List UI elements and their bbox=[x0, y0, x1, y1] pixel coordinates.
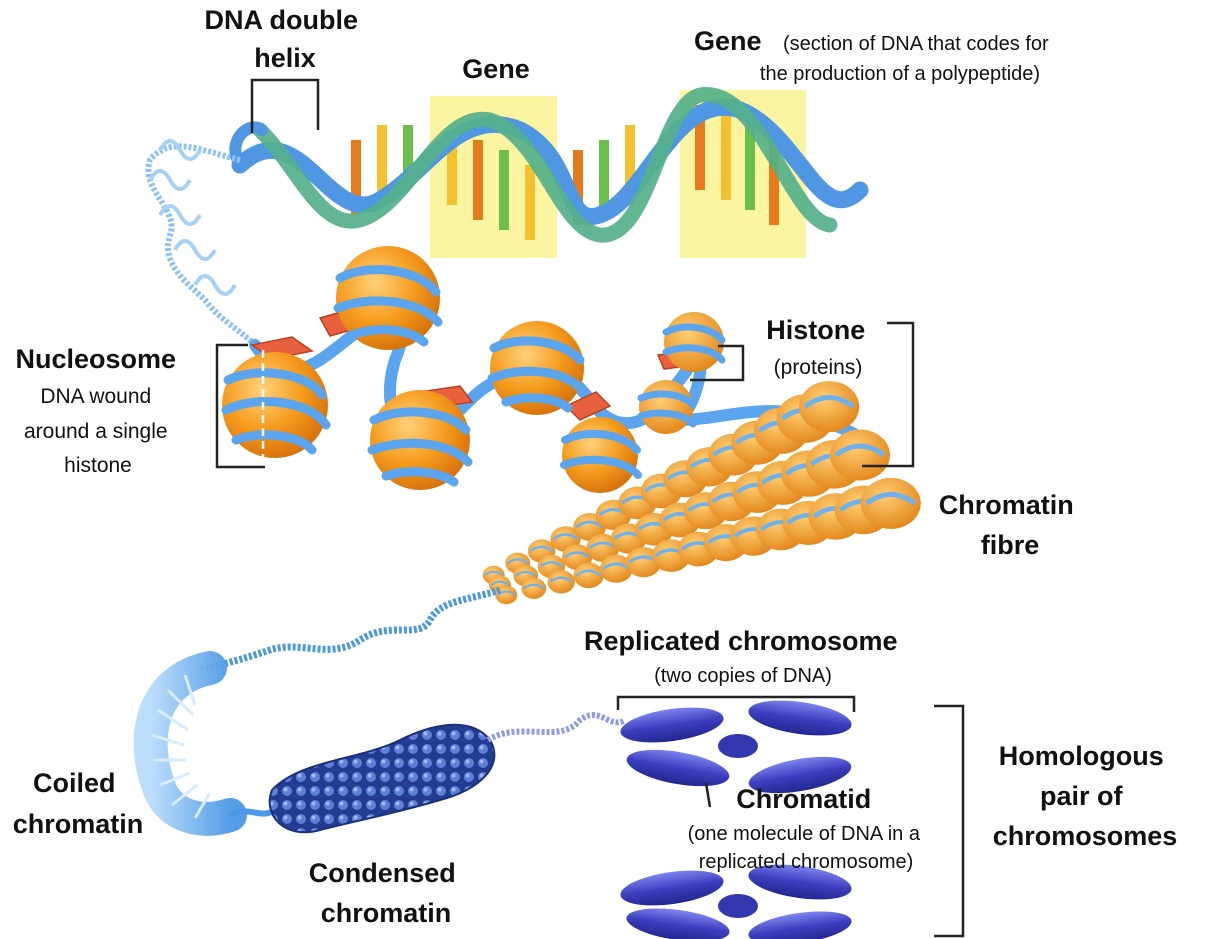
fibre-dna-wrap bbox=[539, 561, 564, 568]
nucleosome-title: Nucleosome bbox=[15, 344, 176, 374]
chromatid-title: Chromatid bbox=[736, 784, 871, 814]
fibre-dna-wrap bbox=[575, 569, 602, 577]
gene-definition-label: Gene (section of DNA that codes for the … bbox=[694, 26, 1053, 85]
histone-sub: (proteins) bbox=[774, 356, 863, 379]
chromatid-label: Chromatid (one molecule of DNA in a repl… bbox=[688, 784, 925, 873]
dna-strand-green bbox=[252, 87, 838, 243]
chromatin-fibre-label: Chromatin fibre bbox=[939, 490, 1082, 560]
fibre-nucleosome bbox=[830, 429, 890, 481]
gene-definition-text-1: (section of DNA that codes for bbox=[783, 33, 1049, 55]
nucleosomes bbox=[221, 246, 726, 493]
chromatid-line-2: replicated chromosome) bbox=[699, 851, 914, 873]
fibre-nucleosome bbox=[547, 570, 575, 594]
annotation-lines bbox=[215, 78, 965, 938]
nucleosome-line-2: around a single bbox=[24, 420, 168, 443]
homologous-pair-label: Homologous pair of chromosomes bbox=[993, 741, 1178, 851]
fibre-nucleosome bbox=[799, 381, 860, 433]
fibre-nucleosome bbox=[521, 577, 547, 599]
chromatid-pointer bbox=[704, 782, 712, 808]
homologous-pair-bracket bbox=[934, 704, 965, 938]
coiled-chromatin bbox=[133, 651, 247, 836]
chromatin-fibre-bracket bbox=[862, 321, 915, 468]
nucleosome-4 bbox=[487, 321, 587, 415]
fibre-dna-wrap bbox=[575, 520, 604, 529]
fibre-dna-wrap bbox=[549, 576, 573, 583]
fibre-nucleosome bbox=[495, 585, 518, 605]
replicated-chromosome-sub: (two copies of DNA) bbox=[654, 665, 832, 687]
fibre-dna-wrap bbox=[564, 551, 590, 559]
fibre-dna-wrap bbox=[515, 570, 537, 577]
replicated-chromosome-title: Replicated chromosome bbox=[584, 626, 898, 656]
dna-coil-left bbox=[145, 143, 258, 348]
nucleosome-2 bbox=[333, 246, 443, 350]
gene-definition-text-2: the production of a polypeptide) bbox=[760, 63, 1040, 85]
nucleosome-6 bbox=[662, 312, 726, 372]
dna-helix-bracket bbox=[250, 78, 320, 133]
nucleosome-5 bbox=[560, 417, 642, 493]
chromatin-thin-coil bbox=[199, 586, 502, 674]
nucleosome-line-1: DNA wound bbox=[40, 385, 151, 408]
dna-double-helix-label: DNA double helix bbox=[205, 5, 366, 73]
fibre-dna-wrap bbox=[552, 533, 579, 541]
histone-pointer bbox=[690, 344, 745, 382]
fibre-dna-wrap bbox=[490, 580, 510, 586]
fibre-nucleosome bbox=[573, 562, 604, 589]
dna-end-curl bbox=[229, 121, 268, 171]
nucleosome-label: Nucleosome DNA wound around a single his… bbox=[15, 344, 180, 477]
fibre-dna-wrap bbox=[484, 570, 504, 576]
fibre-dna-wrap bbox=[529, 545, 554, 552]
histone-label: Histone (proteins) bbox=[766, 315, 869, 379]
replicated-chromosome-bottom bbox=[620, 864, 852, 939]
replicated-chromosome-label: Replicated chromosome (two copies of DNA… bbox=[584, 626, 902, 687]
dna-coil-left-loops bbox=[148, 139, 237, 296]
nucleosome-line-3: histone bbox=[64, 454, 132, 477]
coil-to-condensed bbox=[228, 807, 277, 818]
fibre-dna-wrap bbox=[803, 395, 855, 409]
fibre-dna-wrap bbox=[865, 491, 917, 506]
fibre-dna-wrap bbox=[523, 583, 545, 590]
fibre-dna-wrap bbox=[834, 443, 886, 458]
condensed-chromatin bbox=[268, 723, 496, 834]
nucleosome-7 bbox=[637, 380, 697, 434]
replicated-chromosome-bracket bbox=[616, 695, 856, 712]
histone-title: Histone bbox=[766, 315, 865, 345]
condensed-to-chromosome bbox=[486, 712, 627, 743]
gene-definition-title: Gene bbox=[694, 26, 762, 56]
dna-double-helix bbox=[229, 87, 869, 243]
nucleosome-bracket bbox=[215, 343, 265, 469]
coiled-chromatin-label: Coiled chromatin bbox=[13, 768, 144, 839]
nucleosome-1 bbox=[221, 352, 331, 458]
fibre-nucleosome bbox=[599, 554, 633, 583]
fibre-dna-wrap bbox=[507, 558, 529, 565]
nucleosome-3 bbox=[367, 390, 473, 490]
coiled-chromatin-ridges bbox=[151, 674, 212, 819]
chromatin-fibre bbox=[482, 381, 921, 605]
condensed-chromatin-label: Condensed chromatin bbox=[309, 858, 464, 928]
chromatid-line-1: (one molecule of DNA in a bbox=[688, 823, 921, 845]
fibre-nucleosome bbox=[860, 477, 921, 529]
replicated-chromosome-top bbox=[620, 700, 852, 794]
gene-label: Gene bbox=[462, 54, 530, 84]
